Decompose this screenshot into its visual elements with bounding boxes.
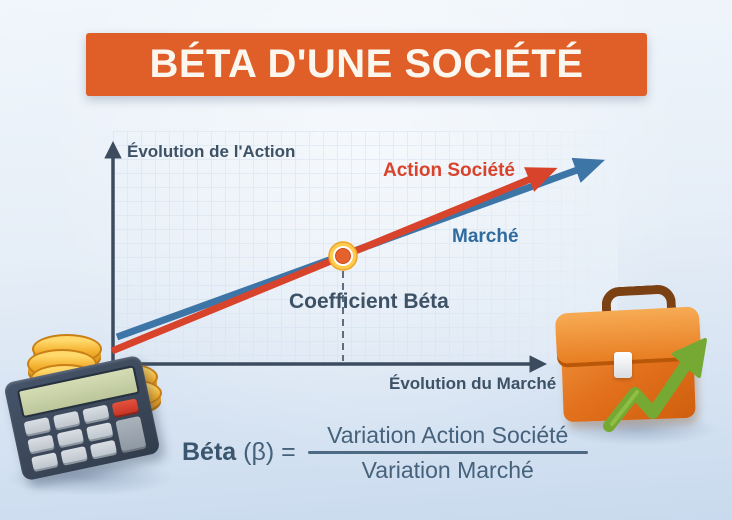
beta-formula: Béta (β) = Variation Action Société Vari… [182, 421, 588, 484]
calculator-coins-illustration [0, 322, 174, 502]
formula-beta-word: Béta [182, 437, 237, 466]
calculator-enter-key [115, 415, 147, 452]
beta-point-marker [328, 241, 358, 271]
x-axis-label: Évolution du Marché [389, 374, 557, 393]
formula-denominator: Variation Marché [361, 456, 534, 483]
briefcase-illustration [548, 278, 732, 448]
company-stock-line [110, 167, 558, 355]
market-line-label: Marché [452, 226, 519, 247]
growth-arrow-icon [603, 338, 707, 432]
page-title: BÉTA D'UNE SOCIÉTÉ [149, 42, 584, 86]
formula-numerator: Variation Action Société [327, 422, 569, 448]
formula-fraction: Variation Action Société Variation March… [307, 421, 588, 484]
fraction-bar [307, 451, 588, 454]
briefcase-clasp [614, 352, 632, 378]
title-banner: BÉTA D'UNE SOCIÉTÉ [86, 33, 647, 96]
y-axis-label: Évolution de l'Action [127, 142, 296, 161]
formula-beta-symbol: (β) = [236, 437, 296, 466]
company-stock-line-label: Action Société [383, 160, 515, 181]
calculator-red-key [111, 398, 139, 417]
formula-lhs: Béta (β) = [182, 438, 296, 467]
beta-coefficient-label: Coefficient Béta [289, 290, 449, 313]
